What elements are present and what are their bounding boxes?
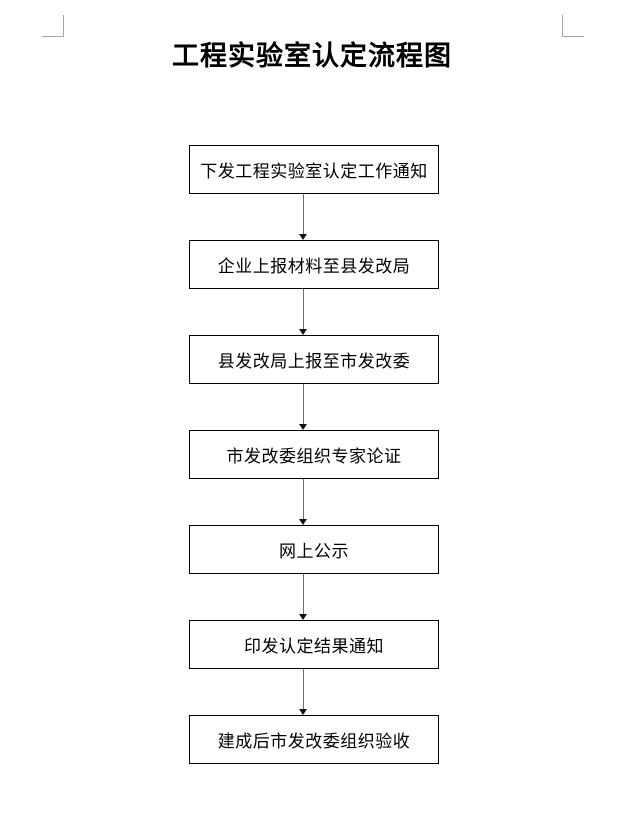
flow-node: 企业上报材料至县发改局: [189, 240, 439, 289]
flow-node: 建成后市发改委组织验收: [189, 715, 439, 764]
flow-node-label: 企业上报材料至县发改局: [217, 257, 411, 276]
flow-node: 县发改局上报至市发改委: [189, 335, 439, 384]
arrow-down-connector: [178, 384, 428, 430]
flow-node-label: 县发改局上报至市发改委: [217, 352, 411, 371]
flow-node-label: 建成后市发改委组织验收: [217, 732, 411, 751]
arrow-down-connector: [178, 574, 428, 620]
arrow-shaft: [302, 669, 304, 710]
page-margin-mark-top-right: [562, 15, 584, 37]
arrow-shaft: [302, 479, 304, 520]
arrow-shaft: [302, 289, 304, 330]
arrow-down-connector: [178, 194, 428, 240]
flow-node-label: 下发工程实验室认定工作通知: [200, 162, 428, 181]
page-title: 工程实验室认定流程图: [172, 41, 452, 71]
flow-node-label: 市发改委组织专家论证: [226, 447, 402, 466]
arrow-head-icon: [299, 614, 307, 620]
flowchart: 下发工程实验室认定工作通知 企业上报材料至县发改局 县发改局上报至市发改委 市发…: [189, 145, 439, 764]
arrow-head-icon: [299, 519, 307, 525]
arrow-head-icon: [299, 234, 307, 240]
flow-node: 印发认定结果通知: [189, 620, 439, 669]
flow-node-label: 印发认定结果通知: [244, 637, 384, 656]
flow-node: 网上公示: [189, 525, 439, 574]
flow-node: 下发工程实验室认定工作通知: [189, 145, 439, 194]
page-margin-mark-top-left: [42, 15, 64, 37]
flow-node-label: 网上公示: [279, 542, 349, 561]
arrow-head-icon: [299, 424, 307, 430]
arrow-down-connector: [178, 289, 428, 335]
arrow-shaft: [302, 194, 304, 235]
flow-node: 市发改委组织专家论证: [189, 430, 439, 479]
arrow-shaft: [302, 384, 304, 425]
arrow-head-icon: [299, 709, 307, 715]
arrow-head-icon: [299, 329, 307, 335]
arrow-shaft: [302, 574, 304, 615]
arrow-down-connector: [178, 669, 428, 715]
arrow-down-connector: [178, 479, 428, 525]
